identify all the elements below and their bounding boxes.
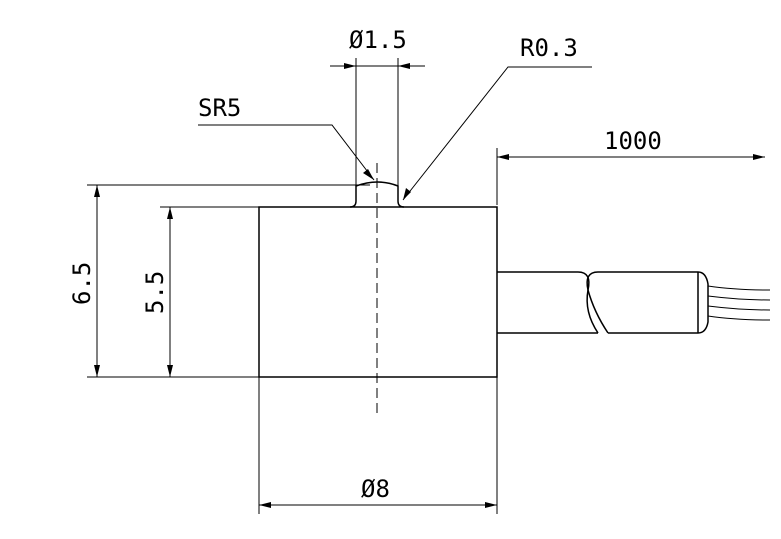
lead-wires: [707, 285, 771, 321]
shaft-diameter-label: Ø1.5: [349, 26, 407, 54]
dimension-cable-length: 1000: [496, 127, 765, 205]
body-diameter-label: Ø8: [361, 475, 390, 503]
body-height-label: 5.5: [141, 271, 169, 314]
dimension-sphere-radius: SR5: [198, 94, 375, 181]
total-height-label: 6.5: [68, 262, 96, 305]
sphere-radius-label: SR5: [198, 94, 241, 122]
sensor-body: [258, 206, 498, 378]
dimension-tip-radius: R0.3: [402, 34, 592, 201]
dimension-body-height: 5.5: [141, 206, 259, 377]
dimension-total-height: 6.5: [68, 184, 370, 378]
dimension-body-diameter: Ø8: [258, 377, 498, 514]
cable: [497, 271, 709, 334]
cable-length-label: 1000: [604, 127, 662, 155]
dimension-shaft-diameter: Ø1.5: [330, 26, 425, 186]
tip-radius-label: R0.3: [520, 34, 578, 62]
